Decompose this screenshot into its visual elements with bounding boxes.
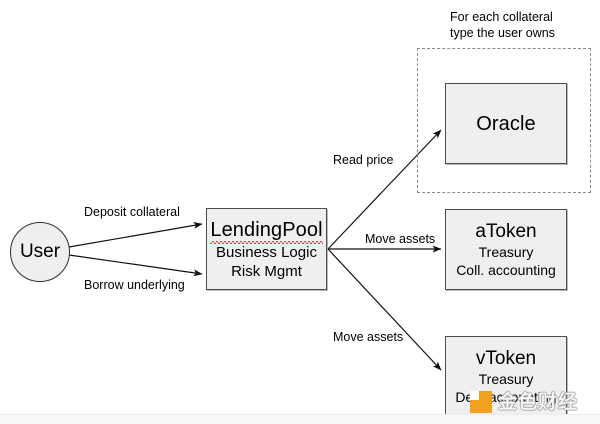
node-vtoken-line3: Debt accounting (455, 389, 557, 405)
node-lending-pool[interactable]: LendingPool Business Logic Risk Mgmt (206, 208, 327, 290)
page-bottom-strip (0, 414, 600, 424)
node-atoken-title: aToken (475, 221, 537, 242)
node-atoken[interactable]: aToken Treasury Coll. accounting (445, 209, 567, 290)
node-vtoken[interactable]: vToken Treasury Debt accounting (445, 336, 567, 417)
node-atoken-line3: Coll. accounting (456, 262, 556, 278)
edge-move-assets-vtoken (327, 248, 442, 371)
collateral-group-note: For each collateral type the user owns (450, 10, 555, 40)
node-user-label: User (19, 241, 61, 262)
node-atoken-line2: Treasury (478, 244, 534, 260)
edge-label-deposit-collateral: Deposit collateral (84, 205, 180, 219)
node-oracle[interactable]: Oracle (445, 83, 567, 164)
node-vtoken-title: vToken (475, 348, 537, 369)
edge-label-move-assets-vtoken: Move assets (333, 330, 404, 344)
edge-label-read-price: Read price (333, 153, 394, 167)
edge-read-price (327, 129, 442, 250)
edge-deposit-collateral (68, 221, 203, 248)
node-oracle-title: Oracle (476, 112, 536, 135)
node-user[interactable]: User (10, 222, 70, 282)
node-lending-pool-title: LendingPool (210, 218, 323, 244)
edge-label-borrow-underlying: Borrow underlying (84, 278, 185, 292)
edge-borrow-underlying (68, 254, 203, 277)
node-lending-pool-line2: Business Logic (216, 243, 317, 261)
node-vtoken-line2: Treasury (478, 371, 534, 387)
node-lending-pool-line3: Risk Mgmt (231, 262, 302, 280)
edge-label-move-assets-atoken: Move assets (365, 232, 436, 246)
collateral-type-group (417, 48, 591, 193)
